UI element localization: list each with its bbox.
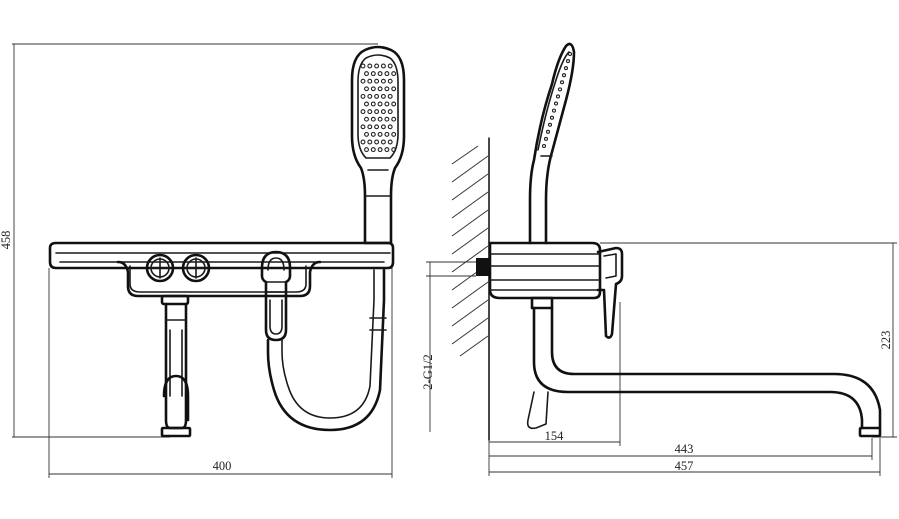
shower-hole [367,78,373,84]
shower-hole [387,78,393,84]
shower-hole [367,63,373,69]
shower-hole [377,147,383,153]
shower-hole [367,109,373,115]
bath-spout-front [160,294,192,438]
shower-hole [377,71,383,77]
dim-443-label: 443 [675,442,694,456]
shower-hole [391,86,397,92]
shower-hole [370,131,376,137]
shower-hole [380,93,386,99]
spout-side [526,296,882,438]
shower-hole [391,116,397,122]
dim-154-label: 154 [545,429,565,443]
shower-hole-side [543,136,549,141]
shower-hole-side [561,73,567,78]
shower-hole-side [559,80,565,85]
shower-hole-side [551,108,557,113]
shower-hole-side [557,87,563,92]
shower-hole [360,109,366,115]
shower-hole [380,124,386,130]
shower-hole [370,101,376,107]
shower-hole [387,63,393,69]
shower-hole [360,139,366,145]
shower-hole [370,116,376,122]
shower-hole [377,86,383,92]
wall-connector [476,258,489,276]
shower-hole [364,147,369,153]
shower-hole-side [541,143,547,149]
side-dimension-lines [426,242,897,476]
dim-458-label: 458 [0,231,13,250]
shower-hole [374,93,380,99]
shower-hole [387,109,393,115]
mixer-body-side [488,241,624,339]
shower-hole [370,86,376,92]
shower-hole [374,124,380,130]
shower-hole [364,101,369,107]
dim-457-label: 457 [675,459,694,473]
shower-hole [377,101,383,107]
shower-hole [367,93,373,99]
side-view: 2-G1/2 223 154 443 457 [421,42,897,476]
shower-hole [384,101,390,107]
shower-holes-side [541,51,573,149]
shower-hole-side [567,51,573,57]
shower-hose-front [266,268,387,432]
shower-hole [384,116,390,122]
shower-hole [380,109,386,115]
shower-hole [391,131,397,137]
shower-hole [367,139,373,145]
dim-g12-label: 2-G1/2 [421,354,435,389]
shower-hole [387,124,393,130]
shower-hole [391,147,397,153]
front-view: 458 400 [0,43,406,478]
shower-hole [364,86,369,92]
shower-hole [380,63,386,69]
deck-plate-front [48,241,395,298]
shower-hole [360,63,366,69]
shower-hole [384,131,390,137]
dim-223-label: 223 [879,331,893,350]
shower-hole [384,147,390,153]
shower-hole [387,93,393,99]
shower-hole [374,63,380,69]
shower-hole [384,71,390,77]
shower-hole-side [553,101,559,106]
shower-hole-side [555,94,561,99]
shower-hole-side [547,122,553,127]
shower-hole [364,71,369,77]
hand-shower-side [528,42,576,245]
control-knobs [145,253,211,283]
shower-hole [387,139,393,145]
shower-hole [367,124,373,130]
shower-hole [380,139,386,145]
shower-hole [377,131,383,137]
lever-handle-front [260,250,292,342]
shower-hole [391,101,397,107]
shower-hole [374,139,380,145]
shower-hole [360,78,366,84]
shower-hole-side [565,59,571,64]
front-dimension-lines [12,43,393,478]
shower-hole [377,116,383,122]
shower-hole [380,78,386,84]
hand-shower-front [350,45,406,245]
shower-holes [360,63,397,153]
shower-hole [370,71,376,77]
dim-400-label: 400 [213,459,232,473]
shower-hole [391,71,397,77]
shower-hole [374,78,380,84]
shower-hole [364,131,369,137]
shower-hole-side [545,129,551,134]
shower-hole [364,116,369,122]
shower-hole [374,109,380,115]
shower-hole [384,86,390,92]
shower-hole [370,147,376,153]
shower-hole [360,93,366,99]
shower-hole-side [549,115,555,120]
shower-hole-side [563,66,569,71]
shower-hole [360,124,366,130]
wall-hatching [451,137,490,441]
